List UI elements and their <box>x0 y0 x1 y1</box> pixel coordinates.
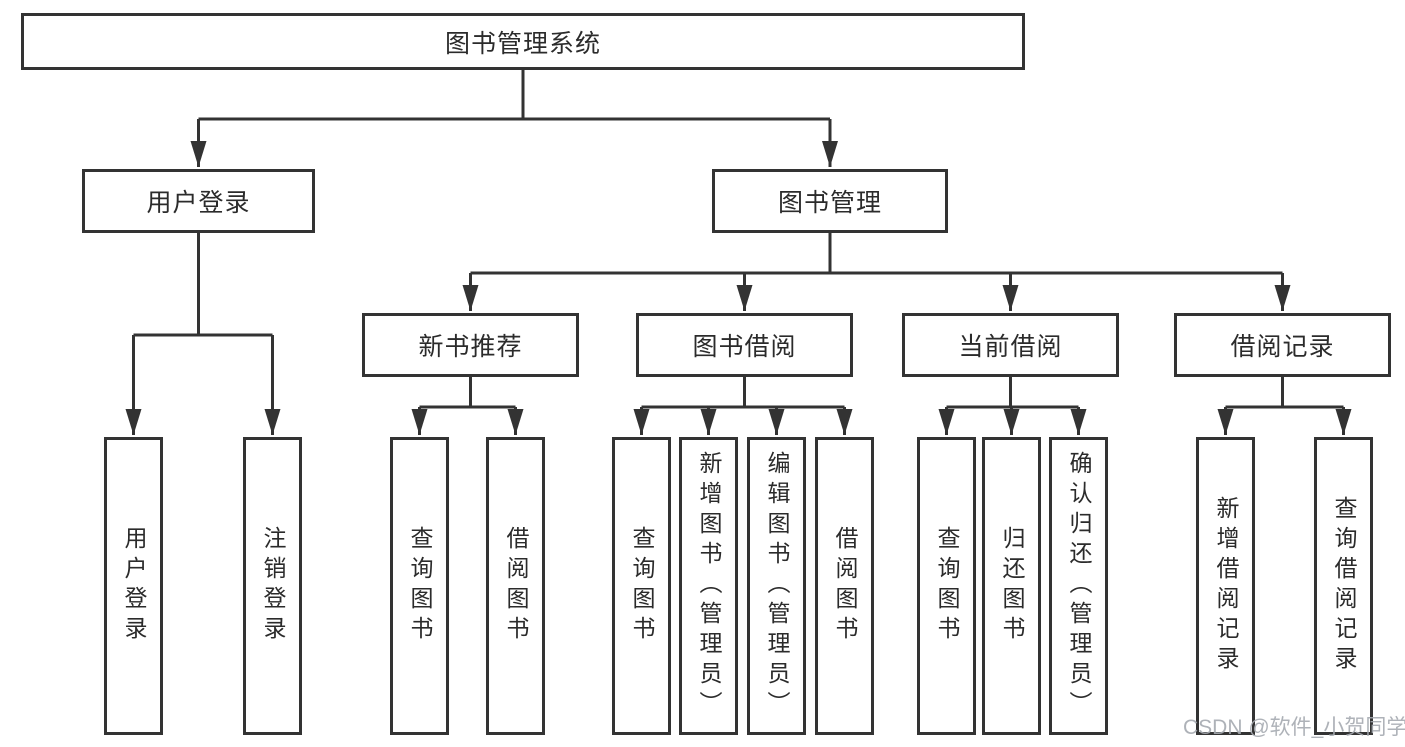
leaf-borrow-books: 借阅图书 <box>815 437 874 735</box>
node-borrow-records: 借阅记录 <box>1174 313 1391 377</box>
leaf-label: 用户登录 <box>121 526 147 646</box>
leaf-confirm-return-admin: 确认归还（管理员） <box>1049 437 1108 735</box>
node-user-login: 用户登录 <box>82 169 315 233</box>
watermark-text: CSDN @软件_小贺同学 <box>1183 716 1405 739</box>
node-label: 用户登录 <box>146 189 251 217</box>
node-current-borrowing: 当前借阅 <box>902 313 1119 377</box>
leaf-logout: 注销登录 <box>243 437 302 735</box>
leaf-query-borrow-record: 查询借阅记录 <box>1314 437 1373 735</box>
node-root-system: 图书管理系统 <box>21 13 1025 70</box>
node-label: 借阅记录 <box>1230 333 1335 361</box>
leaf-label: 借阅图书 <box>503 526 529 646</box>
node-root-label: 图书管理系统 <box>444 29 601 58</box>
leaf-label: 查询图书 <box>934 526 960 646</box>
leaf-edit-books-admin: 编辑图书（管理员） <box>747 437 806 735</box>
leaf-label: 归还图书 <box>999 526 1025 646</box>
leaf-label: 新增借阅记录 <box>1213 496 1239 676</box>
node-label: 新书推荐 <box>418 333 523 361</box>
leaf-label: 确认归还（管理员） <box>1066 451 1092 721</box>
leaf-add-borrow-record: 新增借阅记录 <box>1196 437 1255 735</box>
leaf-return-books: 归还图书 <box>982 437 1041 735</box>
leaf-label: 查询借阅记录 <box>1331 496 1357 676</box>
node-label: 当前借阅 <box>958 333 1063 361</box>
leaf-user-login: 用户登录 <box>104 437 163 735</box>
leaf-label: 借阅图书 <box>832 526 858 646</box>
leaf-label: 查询图书 <box>629 526 655 646</box>
leaf-query-books: 查询图书 <box>917 437 976 735</box>
leaf-label: 注销登录 <box>260 526 286 646</box>
leaf-query-books: 查询图书 <box>390 437 449 735</box>
leaf-borrow-books: 借阅图书 <box>486 437 545 735</box>
leaf-add-books-admin: 新增图书（管理员） <box>679 437 738 735</box>
node-label: 图书管理 <box>777 189 882 217</box>
leaf-label: 新增图书（管理员） <box>696 451 722 721</box>
node-label: 图书借阅 <box>692 333 797 361</box>
leaf-query-books: 查询图书 <box>612 437 671 735</box>
node-new-book-recommend: 新书推荐 <box>362 313 579 377</box>
node-book-borrowing: 图书借阅 <box>636 313 853 377</box>
leaf-label: 查询图书 <box>407 526 433 646</box>
node-book-management: 图书管理 <box>712 169 948 233</box>
leaf-label: 编辑图书（管理员） <box>764 451 790 721</box>
